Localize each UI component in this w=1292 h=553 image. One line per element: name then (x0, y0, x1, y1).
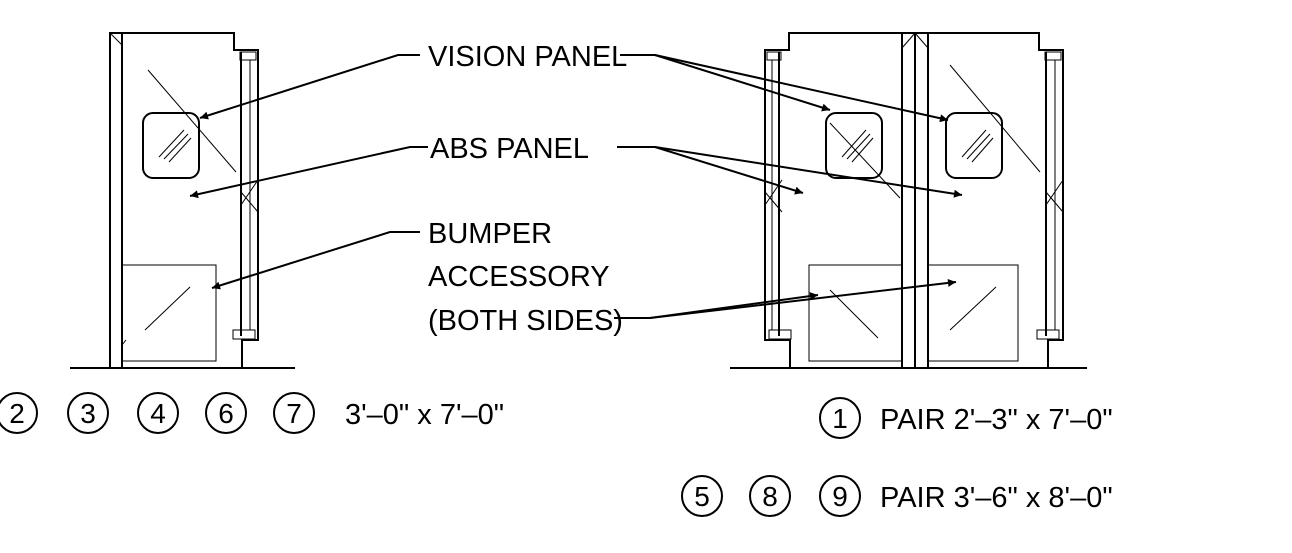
label-vision-panel: VISION PANEL (428, 41, 627, 73)
single-door-elevation (70, 32, 295, 369)
callout-pair-small: 1 PAIR 2'–3" x 7'–0" (819, 397, 1113, 439)
door-tag: 1 (832, 403, 848, 434)
size-pair-small: PAIR 2'–3" x 7'–0" (880, 404, 1113, 436)
single-door-outline (109, 32, 259, 369)
callout-single-door: 2 3 4 6 7 3'–0" x 7'–0" (0, 392, 504, 434)
label-bumper-line2: ACCESSORY (428, 261, 610, 293)
door-tag: 6 (218, 398, 234, 429)
callout-pair-large: 5 8 9 PAIR 3'–6" x 8'–0" (681, 475, 1113, 517)
vision-panel-pair-left (825, 112, 883, 179)
door-tag: 5 (694, 481, 710, 512)
door-tag: 9 (832, 481, 848, 512)
door-tag: 3 (80, 398, 96, 429)
bumper-accessory-pair-right (927, 264, 1019, 362)
vision-panel-pair-right (945, 112, 1003, 179)
door-tag: 8 (762, 481, 778, 512)
leader-lines (189, 54, 963, 319)
pair-door-right-leaf (915, 32, 1064, 368)
vision-panel-left (142, 112, 200, 179)
pair-door-left-leaf (764, 32, 916, 368)
label-bumper-line3: (BOTH SIDES) (428, 305, 623, 337)
label-bumper-line1: BUMPER (428, 218, 552, 250)
hinge-plate (232, 329, 256, 340)
bumper-accessory-pair-left (808, 264, 903, 362)
bumper-accessory-left (121, 264, 217, 362)
door-tag: 2 (9, 398, 25, 429)
size-pair-large: PAIR 3'–6" x 8'–0" (880, 482, 1113, 514)
door-tag: 4 (150, 398, 166, 429)
pair-door-elevation (730, 32, 1087, 369)
door-tag: 7 (286, 398, 302, 429)
label-abs-panel: ABS PANEL (430, 133, 589, 165)
size-single-door: 3'–0" x 7'–0" (345, 399, 504, 431)
